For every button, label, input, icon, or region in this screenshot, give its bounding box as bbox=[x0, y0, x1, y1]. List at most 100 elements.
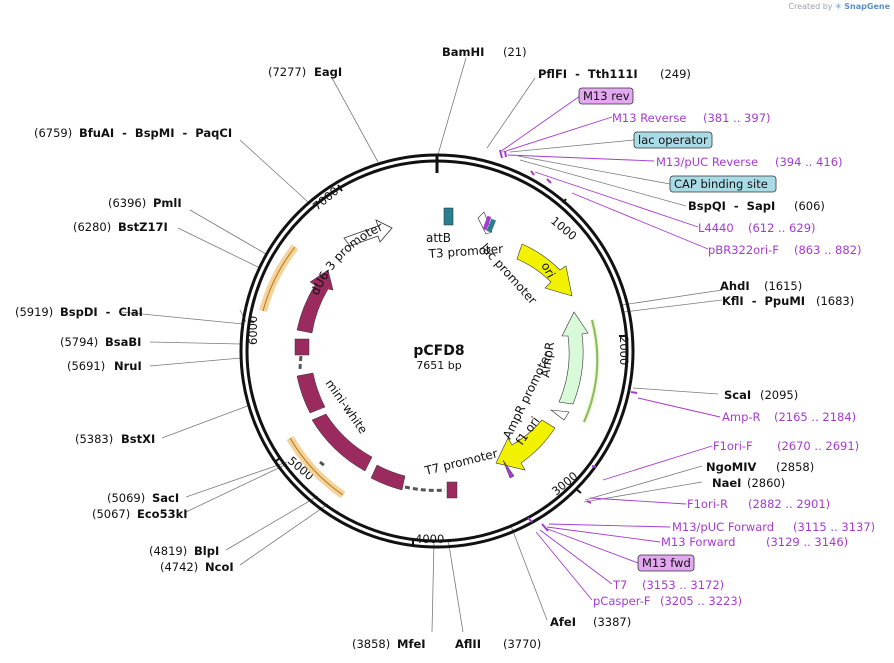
enzyme-name: BlpI bbox=[194, 544, 219, 558]
primer-name: pCasper-F bbox=[593, 594, 651, 608]
enzyme-pos: (21) bbox=[503, 45, 527, 59]
tick-label: 4000 bbox=[415, 532, 444, 546]
credit-brand: SnapGene bbox=[844, 2, 890, 11]
enzyme-pos: (2860) bbox=[747, 476, 785, 490]
enzyme-pos: (3858) bbox=[352, 637, 390, 651]
ori-arrow bbox=[516, 243, 573, 297]
AmpR-arrow bbox=[558, 311, 589, 405]
mini-white-exon bbox=[294, 338, 310, 356]
leader-line bbox=[239, 503, 329, 566]
enzyme-pos: (5069) bbox=[107, 491, 145, 505]
leader-line bbox=[431, 539, 435, 633]
enzyme-name: NaeI bbox=[712, 476, 741, 490]
leader-line bbox=[584, 465, 703, 501]
enzyme-pos: (7277) bbox=[268, 65, 306, 79]
tick bbox=[248, 320, 255, 323]
primer-range: (2882 .. 2901) bbox=[748, 497, 830, 511]
primer-range: (3205 .. 3223) bbox=[660, 594, 742, 608]
leader-line bbox=[519, 159, 687, 207]
AmpR-promoter-arrow bbox=[549, 409, 570, 421]
primer-leader bbox=[637, 397, 721, 418]
primer-name: M13 Forward bbox=[661, 535, 735, 549]
feature-label-T7-promoter: T7 promoter bbox=[422, 446, 499, 478]
primer-leader bbox=[535, 531, 593, 601]
tick-label: 6000 bbox=[246, 316, 260, 345]
primer-name: F1ori-R bbox=[687, 497, 728, 511]
enzyme-pos: (3387) bbox=[593, 615, 631, 629]
tick bbox=[562, 198, 567, 204]
primer-leader bbox=[589, 497, 687, 505]
primer-leader bbox=[534, 171, 699, 228]
enzyme-name: BstXI bbox=[121, 432, 155, 446]
leader-line bbox=[239, 139, 309, 203]
enzyme-pos: (1683) bbox=[816, 294, 854, 308]
enzyme-pos: (6759) bbox=[34, 126, 72, 140]
primer-name: M13/pUC Forward bbox=[672, 520, 774, 534]
primer-mark bbox=[630, 391, 638, 394]
enzyme-name: BsaBI bbox=[105, 335, 141, 349]
plasmid-length: 7651 bp bbox=[416, 359, 461, 372]
primer-leader bbox=[544, 527, 639, 564]
primer-mark bbox=[541, 523, 549, 532]
primer-range: (863 .. 882) bbox=[794, 243, 862, 257]
leader-line bbox=[331, 77, 379, 163]
enzyme-name: AfeI bbox=[550, 615, 576, 629]
tick-label: 2000 bbox=[617, 336, 631, 365]
enzyme-name: NcoI bbox=[205, 560, 234, 574]
primer-leader-lines bbox=[499, 95, 721, 601]
enzyme-pos: (5794) bbox=[60, 335, 98, 349]
enzyme-pos: (2858) bbox=[776, 460, 814, 474]
tick bbox=[337, 184, 343, 192]
primer-range: (2165 .. 2184) bbox=[774, 410, 856, 424]
enzyme-name: AflII bbox=[455, 637, 481, 651]
dU6-3-promoter-arrow bbox=[343, 219, 393, 247]
feature-label-ori: ori bbox=[538, 260, 558, 280]
primer-range: (3153 .. 3172) bbox=[642, 578, 724, 592]
snapgene-credit: Created by ✳ SnapGene bbox=[788, 2, 890, 11]
leader-line bbox=[225, 495, 319, 551]
orange-arrow-miniwhite-line bbox=[289, 437, 344, 496]
mini-white-exon-5 bbox=[446, 481, 458, 499]
primer-mark bbox=[546, 178, 552, 184]
tick-marks bbox=[248, 184, 626, 546]
leader-line bbox=[632, 387, 719, 395]
mini-white-exon-4 bbox=[370, 464, 406, 491]
boxed-labels: M13 rev lac operator CAP binding site M1… bbox=[578, 87, 777, 572]
m13-rev-text: M13 rev bbox=[583, 89, 630, 103]
primer-name: pBR322ori-F bbox=[708, 243, 779, 257]
leader-line bbox=[510, 525, 548, 621]
mini-white-exon-3 bbox=[311, 413, 373, 472]
primer-range: (394 .. 416) bbox=[775, 155, 843, 169]
f1-ori-arrow bbox=[495, 419, 556, 471]
enzyme-pos: (5919) bbox=[15, 305, 53, 319]
enzyme-labels: BamHI (21) (7277) EagI PflFI - Tth111I (… bbox=[15, 45, 854, 651]
mini-white-introns bbox=[298, 355, 446, 492]
dU6-3-promoter-text: dU6-3 promoter bbox=[308, 220, 385, 298]
leader-line bbox=[447, 538, 464, 633]
leader-line bbox=[189, 209, 267, 255]
tick bbox=[275, 457, 281, 462]
leader-line bbox=[623, 299, 723, 313]
leader-line bbox=[486, 77, 536, 149]
primer-name: M13/pUC Reverse bbox=[656, 155, 758, 169]
leader-line bbox=[185, 461, 288, 498]
lac-operator-text: lac operator bbox=[638, 133, 708, 147]
primer-mark bbox=[591, 465, 597, 468]
enzyme-name: PflFI - Tth111I bbox=[538, 67, 638, 81]
primer-labels: M13 Reverse (381 .. 397) M13/pUC Reverse… bbox=[593, 111, 875, 608]
enzyme-pos: (5691) bbox=[67, 359, 105, 373]
primer-range: (2670 .. 2691) bbox=[777, 439, 859, 453]
snapgene-logo-icon: ✳ bbox=[835, 2, 842, 11]
enzyme-name: BspDI - ClaI bbox=[60, 305, 143, 319]
primer-mark bbox=[530, 170, 535, 176]
enzyme-name: Eco53kI bbox=[137, 507, 188, 521]
enzyme-name: NruI bbox=[114, 359, 142, 373]
primer-leader bbox=[539, 529, 613, 585]
enzyme-name: MfeI bbox=[397, 637, 426, 651]
primer-leader bbox=[571, 192, 709, 250]
primer-mark bbox=[527, 517, 533, 523]
enzyme-name: EagI bbox=[314, 65, 342, 79]
primer-name: L4440 bbox=[698, 221, 734, 235]
enzyme-pos: (2095) bbox=[760, 388, 798, 402]
